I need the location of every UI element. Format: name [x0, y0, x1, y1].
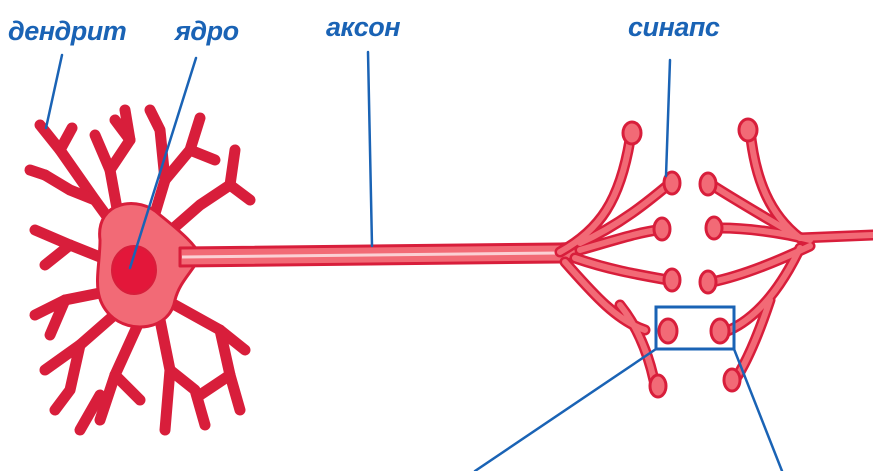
- zoom-right-pointer: [734, 349, 782, 471]
- synapse-pointer: [666, 60, 670, 176]
- axon-pointer: [368, 52, 372, 246]
- label-dendrite: дендрит: [8, 18, 126, 45]
- axon-shape: [180, 232, 600, 266]
- postsynaptic-neuron-fill: [712, 130, 873, 380]
- axon-terminals: [560, 140, 668, 385]
- label-nucleus: ядро: [175, 18, 239, 45]
- dendrite-pointer: [46, 55, 62, 128]
- label-synapse: синапс: [628, 14, 719, 41]
- label-axon: аксон: [326, 14, 400, 41]
- zoom-left-pointer: [475, 349, 656, 471]
